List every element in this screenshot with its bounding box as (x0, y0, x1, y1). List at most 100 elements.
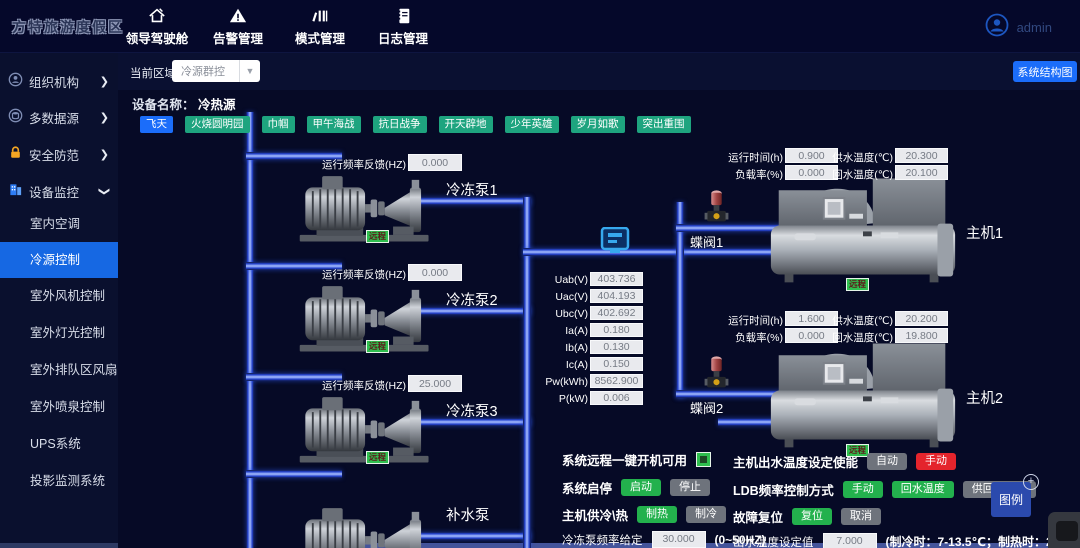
media-icon (1056, 521, 1078, 541)
sidebar-group-label: 设备监控 (29, 185, 80, 200)
ldb-return-temp-button[interactable]: 回水温度 (891, 481, 954, 498)
sidebar-group-datasource[interactable]: 多数据源 ❯ (0, 100, 118, 134)
cool-button[interactable]: 制冷 (685, 506, 726, 523)
sidebar-item-outdoor-light[interactable]: 室外灯光控制 (30, 326, 106, 340)
sidebar-item-outdoor-fan[interactable]: 室外风机控制 (30, 289, 106, 303)
pump1-remote-badge: 远程 (366, 230, 390, 243)
tag-shaonian[interactable]: 少年英雄 (504, 116, 559, 133)
elec5-value: 0.150 (590, 357, 643, 371)
pipe-discharge-pump1 (408, 197, 531, 205)
chevron-down-icon: ▼ (239, 60, 260, 82)
system-structure-button[interactable]: 系统结构图 (1013, 61, 1077, 82)
app-logo: 方特旅游度假区 (12, 19, 124, 35)
unit1-field2-label: 负载率(%) (735, 169, 783, 181)
remote-ready-indicator (696, 452, 712, 467)
sidebar-item-indoor-ac[interactable]: 室内空调 (30, 217, 81, 231)
pipe-unit-riser (676, 202, 684, 398)
outlet-temp-range: (制冷时：7-13.5℃；制热时：26-60℃) (885, 535, 1080, 548)
fault-reset-label: 故障复位 (733, 511, 784, 525)
plus-icon[interactable]: + (1023, 474, 1039, 490)
pipe-collector (523, 197, 531, 548)
bottom-scrollbar[interactable] (346, 543, 1080, 548)
alert-icon (196, 7, 280, 25)
stop-button[interactable]: 停止 (670, 479, 711, 496)
legend-button[interactable]: 图例 (991, 482, 1031, 517)
device-name-value: 冷热源 (198, 98, 236, 112)
tag-huoshao[interactable]: 火烧圆明园 (185, 116, 250, 133)
sidebar: 组织机构 ❯ 多数据源 ❯ 安全防范 ❯ 设备监控 ❯ 室内空调 冷源控制 室外… (0, 52, 118, 548)
region-select[interactable]: 冷源群控 ▼ (172, 60, 260, 82)
pump2-name: 冷冻泵2 (446, 293, 498, 309)
cancel-button[interactable]: 取消 (841, 508, 882, 525)
tag-suiyue[interactable]: 岁月如歌 (570, 116, 625, 133)
outlet-auto-button[interactable]: 自动 (867, 453, 908, 470)
elec3-value: 0.180 (590, 323, 643, 337)
reset-button[interactable]: 复位 (792, 508, 833, 525)
unit1-field0-label: 运行时间(h) (728, 152, 783, 164)
outlet-manual-button[interactable]: 手动 (916, 453, 957, 470)
elec5-label: Ic(A) (565, 359, 588, 371)
nav-mode[interactable]: 模式管理 (278, 7, 362, 48)
unit2-field3-label: 回水温度(℃) (832, 332, 893, 344)
sidebar-group-org[interactable]: 组织机构 ❯ (0, 64, 118, 98)
nav-alarm[interactable]: 告警管理 (196, 7, 280, 48)
pump-freq-input[interactable]: 30.000 (651, 531, 706, 548)
pipe-stub-pump1 (246, 152, 342, 160)
sidebar-item-fountain[interactable]: 室外喷泉控制 (30, 400, 106, 414)
elec4-label: Ib(A) (565, 342, 588, 354)
sidebar-scrollbar[interactable] (0, 543, 118, 548)
sidebar-item-cold-source[interactable]: 冷源控制 (0, 242, 118, 278)
outlet-temp-row: 出水温度设定值 7.000 (制冷时：7-13.5℃；制热时：26-60℃) (733, 533, 1080, 548)
unit1-field0-value: 0.900 (785, 148, 838, 163)
pipe-valve2-branch (676, 390, 786, 398)
unit1-field1-label: 供水温度(℃) (832, 152, 893, 164)
heat-cool-label: 主机供冷\热 (562, 509, 628, 523)
tag-jiawu[interactable]: 甲午海战 (306, 116, 361, 133)
heat-cool-row: 主机供冷\热 制热 制冷 (562, 505, 726, 524)
mode-icon (278, 7, 362, 25)
unit2-field2-value: 0.000 (785, 328, 838, 343)
toolbar (118, 52, 1080, 90)
unit2-field1-label: 供水温度(℃) (832, 315, 893, 327)
pipe-stub-pump3 (246, 373, 342, 381)
region-label: 当前区域 (130, 68, 176, 80)
outlet-temp-input[interactable]: 7.000 (822, 533, 877, 548)
floating-media-widget[interactable]: ⋮ (1048, 512, 1080, 548)
pump1-freq-label: 运行频率反馈(HZ) (322, 159, 406, 171)
sidebar-item-queue-fan[interactable]: 室外排队区风扇 (30, 363, 118, 377)
tag-jinguo[interactable]: 巾帼 (261, 116, 295, 133)
sidebar-group-security[interactable]: 安全防范 ❯ (0, 137, 118, 171)
nav-log[interactable]: 日志管理 (361, 7, 445, 48)
start-button[interactable]: 启动 (621, 479, 662, 496)
user-menu[interactable]: admin (985, 13, 1052, 42)
tag-feitian[interactable]: 飞天 (140, 116, 173, 133)
sidebar-group-label: 多数据源 (29, 111, 80, 126)
nav-label: 告警管理 (212, 32, 263, 46)
chevron-right-icon: ❯ (99, 148, 109, 161)
unit1-graphic (765, 170, 961, 284)
main-content: 当前区域 冷源群控 ▼ 系统结构图 设备名称： 冷热源 飞天 火烧圆明园 巾帼 … (118, 52, 1080, 548)
unit2-field0-value: 1.600 (785, 311, 838, 326)
tag-tuchu[interactable]: 突出重围 (636, 116, 691, 133)
pump-freq-row: 冷冻泵频率给定 30.000 (0~50HZ) (562, 531, 766, 548)
heat-button[interactable]: 制热 (636, 506, 677, 523)
unit1-field3-label: 回水温度(℃) (832, 169, 893, 181)
sidebar-group-devices[interactable]: 设备监控 ❯ (0, 174, 118, 208)
pipe-stub-pump4 (246, 470, 342, 478)
tag-kaitian[interactable]: 开天辟地 (438, 116, 493, 133)
sidebar-item-ups[interactable]: UPS系统 (30, 437, 81, 451)
unit1-name: 主机1 (966, 226, 1004, 242)
sidebar-group-label: 组织机构 (29, 75, 80, 90)
unit2-field1-value: 20.200 (895, 311, 948, 326)
nav-dashboard[interactable]: 领导驾驶舱 (115, 7, 199, 48)
unit1-remote-badge: 远程 (846, 278, 870, 291)
nav-label: 模式管理 (294, 32, 345, 46)
sidebar-item-projection[interactable]: 投影监测系统 (30, 474, 106, 488)
fault-reset-row: 故障复位 复位 取消 (733, 507, 882, 526)
pump1-name: 冷冻泵1 (446, 183, 498, 199)
pump2-freq-value: 0.000 (408, 264, 462, 281)
ldb-manual-button[interactable]: 手动 (842, 481, 883, 498)
pipe-unit2-return (718, 418, 786, 426)
pump3-freq-label: 运行频率反馈(HZ) (322, 380, 406, 392)
tag-kangri[interactable]: 抗日战争 (372, 116, 427, 133)
